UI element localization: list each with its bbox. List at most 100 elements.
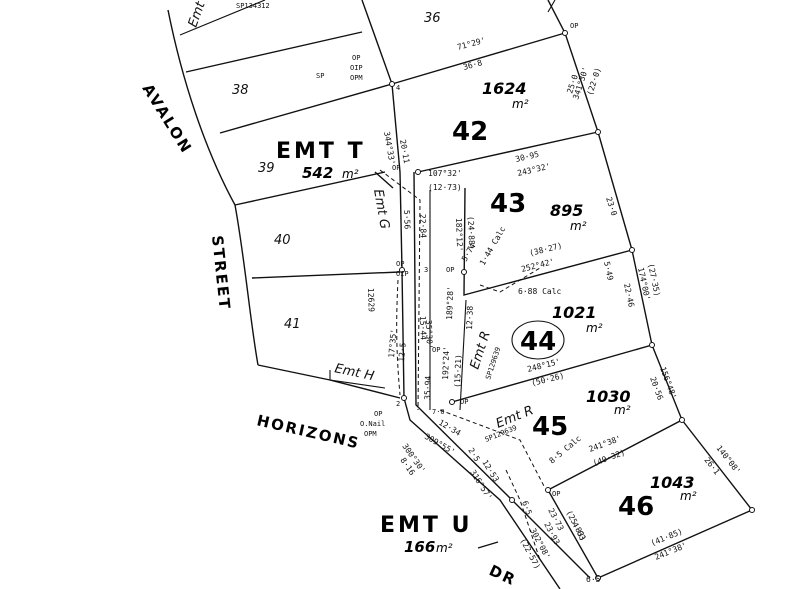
survey-point <box>545 487 551 493</box>
lot-44-label: 44 <box>520 327 556 357</box>
lot-44-area-unit: m² <box>586 321 603 335</box>
street-label: STREET <box>208 235 234 312</box>
mark-label: 7·0 <box>432 408 445 416</box>
lot-42-area-unit: m² <box>512 97 529 111</box>
lot-45-area-unit: m² <box>614 403 631 417</box>
lot-38-north-line <box>185 31 363 73</box>
emt-g-label: Emt G <box>370 188 392 230</box>
lot-38-39-divider <box>219 83 393 134</box>
dimension: 243°32' <box>516 162 551 178</box>
mark-label: OPM <box>364 430 377 438</box>
dimension: 12·5 <box>397 342 408 362</box>
lot-42-label: 42 <box>452 117 488 147</box>
emt-t-area: 542 <box>302 164 333 182</box>
emt-t-label: EMT T <box>276 139 366 164</box>
survey-point <box>679 417 685 423</box>
lot-46-label: 46 <box>618 492 654 522</box>
dimension: 36·8 <box>462 58 483 72</box>
dimension: 344°33' <box>382 131 397 166</box>
dimension: 192°24' <box>441 346 451 380</box>
survey-point <box>461 269 467 275</box>
dimension: (38·27) <box>528 241 563 258</box>
dimension: 5·49 <box>602 261 615 282</box>
survey-point <box>595 129 601 135</box>
lot-46-area: 1043 <box>650 473 695 492</box>
dimension: 6·88 Calc <box>518 287 562 296</box>
dimension: 182°12' <box>454 218 464 252</box>
avalon-street-frontage <box>167 9 259 366</box>
lot-36-east-stub <box>547 0 556 13</box>
survey-point <box>562 30 568 36</box>
mark-label: OP <box>570 22 578 30</box>
dr-label: DR <box>486 561 519 589</box>
lot-45-label: 45 <box>532 412 568 442</box>
dimension: 12·38 <box>465 306 475 331</box>
dimension: 30·95 <box>514 150 540 164</box>
survey-point <box>509 497 515 503</box>
dimension: 4·63 <box>570 521 587 542</box>
mark-label: OP <box>460 398 468 406</box>
lot-40-label: 40 <box>274 233 291 248</box>
central-spine <box>361 0 405 399</box>
dimension: 1·44 Calc <box>478 225 508 267</box>
dimension: 12629 <box>366 288 376 313</box>
lot-44-circle <box>511 320 565 360</box>
dimension: 71°29' <box>456 36 486 52</box>
lot-39-label: 39 <box>258 161 275 176</box>
mark-label: 3 <box>424 266 428 274</box>
emt-t-pointer <box>374 171 394 189</box>
survey-points <box>389 30 755 581</box>
easement-r2-line <box>439 409 546 489</box>
survey-point <box>649 342 655 348</box>
dimension: (50·26) <box>530 371 565 388</box>
survey-point <box>595 575 601 581</box>
emt-u-label: EMT U <box>380 513 472 538</box>
dimension: 2·5 <box>466 446 481 463</box>
emt-u-area-unit: m² <box>436 541 453 555</box>
dimension: 6·5 <box>520 500 533 517</box>
horizons-label: HORIZONS <box>255 411 362 452</box>
access-strip-west <box>403 397 561 589</box>
dimension: 107°32' <box>428 169 462 178</box>
mark-label: O.Nail <box>360 420 385 428</box>
dimension: 35°30' <box>424 320 434 349</box>
lot-45-area: 1030 <box>586 387 631 406</box>
mark-label: OP <box>374 410 382 418</box>
mark-label: OP <box>446 266 454 274</box>
lot-36-label: 36 <box>424 11 441 26</box>
mark-label: 2 <box>396 400 400 408</box>
lot-46-area-unit: m² <box>680 489 697 503</box>
dimension: 22·46 <box>622 283 636 309</box>
lot-43-label: 43 <box>490 189 526 219</box>
dimension: (12·73) <box>428 183 462 192</box>
survey-point <box>389 81 395 87</box>
dimension: 35·94 <box>423 376 433 401</box>
lot-41-label: 41 <box>284 317 301 332</box>
dimension: 15·44 <box>418 316 428 341</box>
easement-t-outline <box>379 169 421 411</box>
emt-u-area: 166 <box>404 538 435 556</box>
mark-label: OIP <box>396 270 409 278</box>
survey-point <box>449 399 455 405</box>
lot-43-area: 895 <box>550 201 583 220</box>
emt-u-pointer <box>477 541 499 549</box>
lot-39-40-divider <box>234 171 386 206</box>
lot-42-north-boundary <box>391 32 566 85</box>
lot-41-south-boundary <box>257 364 401 399</box>
dimension: 309°55' <box>423 432 457 457</box>
easement-h-bracket <box>329 370 386 389</box>
mark-label: SP <box>316 72 324 80</box>
dimension: 12·34 <box>437 418 463 438</box>
lot-43-bounds <box>463 187 633 296</box>
dimension: (24·88) <box>466 216 476 250</box>
lot-42-43-divider <box>417 131 599 173</box>
avalon-label: AVALON <box>139 81 196 158</box>
survey-point <box>415 169 421 175</box>
dimension: 6·5 <box>586 575 601 584</box>
dimension: 22·84 <box>418 214 428 239</box>
sp-wedge-line <box>179 0 266 36</box>
dimension: (15·21) <box>453 354 463 388</box>
easement-g-line <box>396 279 401 396</box>
